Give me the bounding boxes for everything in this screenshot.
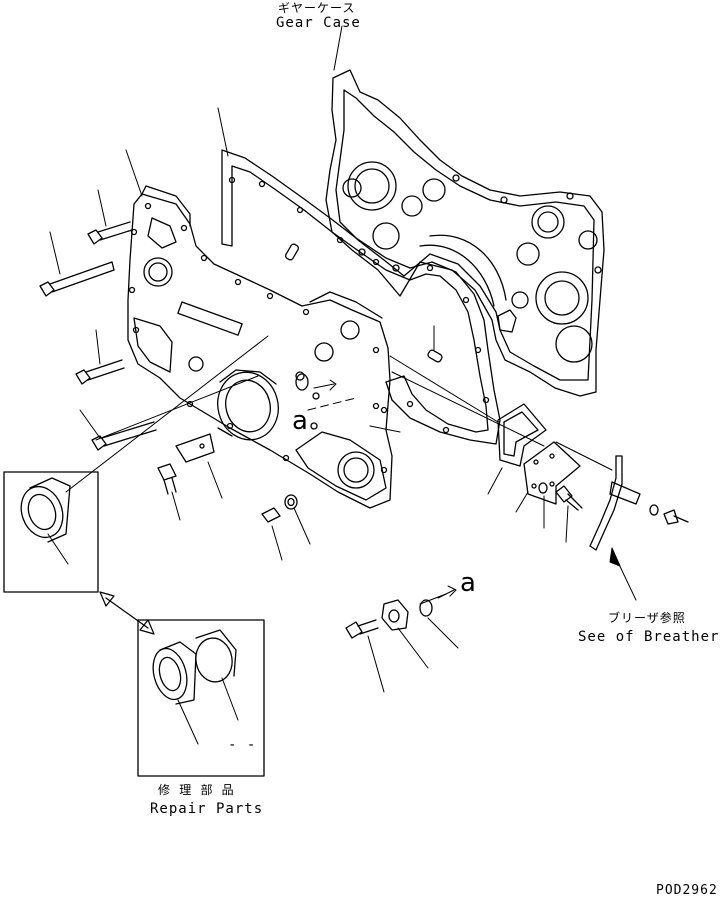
reference-dash-a [307, 379, 357, 411]
flange-plate [381, 599, 409, 631]
bolt-bottom [261, 494, 298, 523]
ref-a-label-2: a [460, 568, 476, 598]
bracket-plate-part [175, 433, 215, 463]
gear-case-en-label: Gear Case [276, 15, 361, 31]
seal-housing-part [217, 369, 279, 441]
breather-en-label: See of Breather [578, 629, 720, 645]
cover-plate-gasket [497, 403, 547, 467]
ref-a-label-1: a [292, 406, 308, 436]
a-arrow [437, 585, 457, 599]
breather-pipe [589, 455, 689, 551]
interchange-arrow [99, 591, 155, 635]
repair-jp-label: 修 理 部 品 [158, 783, 235, 797]
repair-en-label: Repair Parts [150, 801, 264, 817]
gear-case-part [325, 69, 605, 397]
front-cover-part [127, 185, 393, 509]
dash-label: - - [228, 737, 257, 753]
bolt-long-2 [87, 221, 133, 245]
gasket-part [221, 149, 501, 445]
washer-right [538, 482, 548, 494]
breather-jp-label: ブリーザ参照 [608, 611, 686, 625]
bolt-flange [157, 463, 177, 495]
dowel-pin-1 [284, 243, 300, 261]
leader-lines [47, 25, 613, 745]
drawing-code-label: POD2962 [656, 883, 718, 898]
cover-plate [523, 441, 581, 505]
breather-arrow [609, 547, 637, 601]
oil-seal-box [3, 471, 99, 593]
bolt-mid-2 [91, 421, 157, 451]
o-ring [419, 599, 433, 617]
bolt-long-1 [39, 261, 115, 297]
repair-parts-box [137, 619, 265, 777]
dowel-pin-2 [427, 349, 443, 363]
bolt-right [555, 485, 583, 511]
gear-case-jp-label: ギヤーケース [278, 1, 356, 15]
small-cap-part [295, 373, 309, 391]
bolt-a [345, 619, 379, 639]
bolt-mid-1 [75, 359, 125, 385]
